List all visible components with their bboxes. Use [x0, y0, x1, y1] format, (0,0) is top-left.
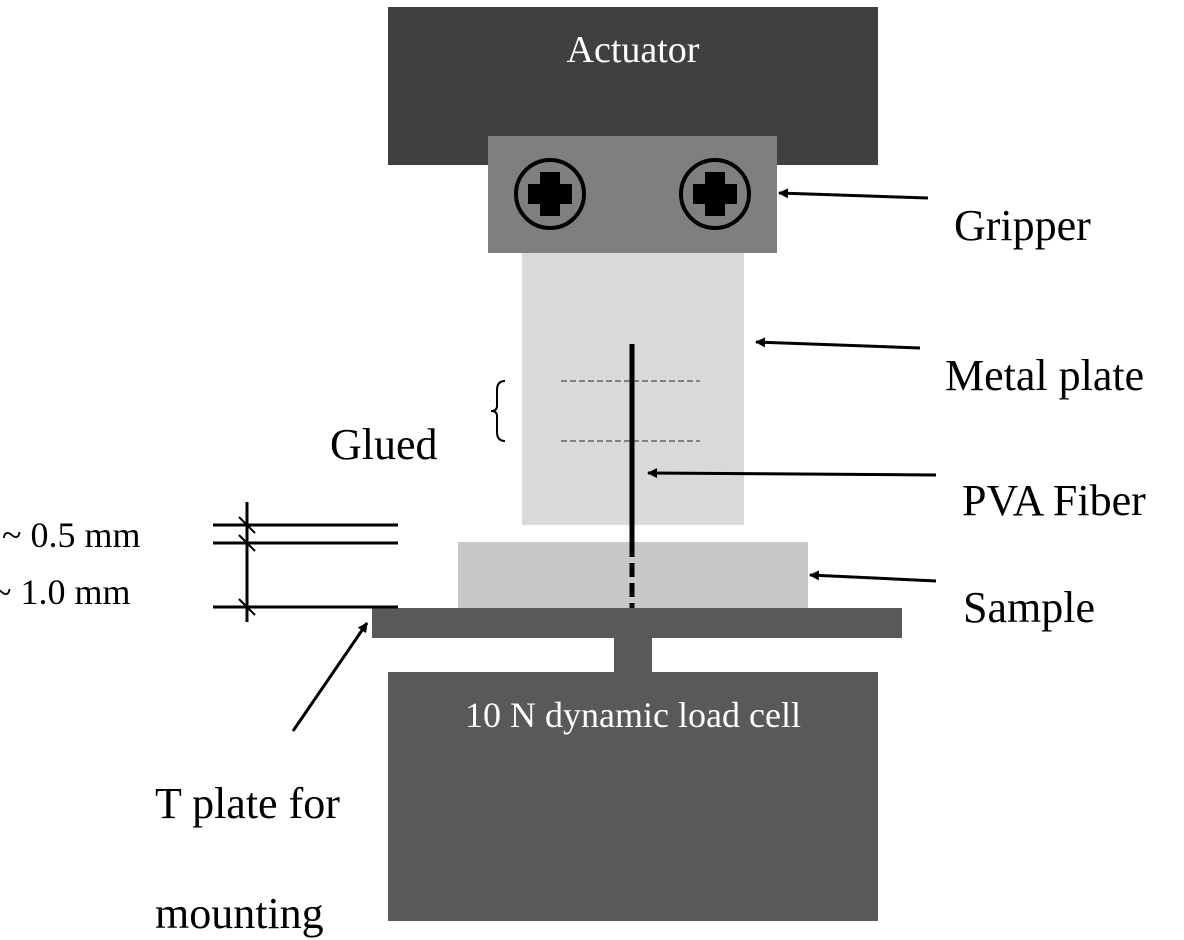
- sample-arrow: [809, 570, 937, 583]
- gripper-screw-left: [514, 158, 586, 230]
- t-plate-label-line1: T plate for: [155, 779, 340, 828]
- t-plate-arrow: [291, 622, 369, 732]
- metal-plate-arrow: [755, 337, 921, 350]
- glued-bracket: [490, 380, 506, 442]
- glued-label: Glued: [330, 420, 438, 469]
- dimension-markers: [213, 502, 398, 622]
- pva-fiber-arrow: [647, 468, 937, 479]
- sample-label: Sample: [963, 583, 1095, 632]
- gripper-label: Gripper: [954, 201, 1091, 250]
- t-plate-label-line2: mounting: [155, 889, 324, 938]
- actuator-label: Actuator: [567, 29, 700, 71]
- metal-plate-label: Metal plate: [945, 351, 1144, 400]
- gap-large-label: ~ 1.0 mm: [0, 572, 130, 612]
- t-plate-stem: [614, 638, 652, 672]
- pva-fiber-label: PVA Fiber: [962, 476, 1146, 525]
- gripper-arrow: [778, 188, 929, 200]
- t-plate: [372, 608, 902, 638]
- gap-small-label: ~ 0.5 mm: [2, 515, 140, 555]
- load-cell-block: [388, 672, 878, 921]
- load-cell-label: 10 N dynamic load cell: [465, 695, 801, 735]
- gripper-screw-right: [679, 158, 751, 230]
